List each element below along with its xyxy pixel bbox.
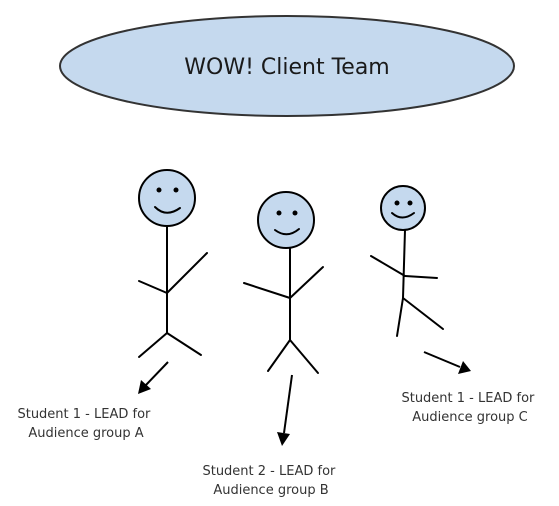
smile-1 (154, 206, 181, 214)
label-3-line-2: Audience group C (412, 410, 527, 425)
label-1-line-2: Audience group A (28, 426, 143, 441)
arm-right-3 (404, 275, 438, 279)
arrow-3-head (458, 361, 471, 374)
leg-right-1 (166, 332, 202, 356)
head-3 (380, 185, 426, 231)
leg-left-3 (396, 297, 404, 337)
arm-right-2 (289, 266, 324, 299)
arrow-1-shaft (144, 361, 169, 387)
stick-figure-2 (243, 191, 324, 374)
leg-left-1 (138, 332, 168, 358)
label-student-2-b: Student 2 - LEAD for Audience group B (202, 464, 339, 498)
arm-left-1 (138, 280, 168, 294)
smile-2 (274, 228, 300, 236)
arm-right-1 (166, 252, 208, 294)
arrow-2-shaft (283, 374, 293, 434)
arrow-1 (138, 361, 169, 394)
title-text: WOW! Client Team (184, 55, 389, 80)
arm-left-2 (243, 282, 291, 299)
title-ellipse (59, 15, 515, 117)
smile-3 (391, 212, 415, 219)
label-student-1-c: Student 1 - LEAD for Audience group C (401, 391, 538, 425)
leg-left-2 (267, 339, 291, 372)
arrow-2-head (277, 432, 290, 446)
head-1 (138, 169, 196, 227)
body-3 (402, 229, 406, 299)
arrow-3 (423, 351, 471, 374)
eye-right-2 (292, 210, 298, 216)
label-student-1-a: Student 1 - LEAD for Audience group A (17, 407, 154, 441)
stick-figure-3 (370, 185, 444, 337)
arrow-1-head (138, 380, 151, 394)
stick-figure-1 (138, 169, 208, 358)
eye-left-3 (394, 200, 400, 206)
leg-right-3 (402, 297, 444, 330)
arrow-2 (277, 374, 293, 446)
arm-left-3 (370, 255, 406, 277)
eye-right-3 (407, 200, 413, 206)
label-2-line-1: Student 2 - LEAD for (202, 464, 336, 479)
leg-right-2 (289, 339, 319, 374)
head-2 (257, 191, 315, 249)
label-2-line-2: Audience group B (213, 483, 328, 498)
arrow-3-shaft (423, 351, 461, 368)
title-node: WOW! Client Team (59, 15, 515, 117)
label-1-line-1: Student 1 - LEAD for (17, 407, 151, 422)
label-3-line-1: Student 1 - LEAD for (401, 391, 535, 406)
eye-left-2 (276, 210, 282, 216)
eye-left-1 (156, 187, 162, 193)
eye-right-1 (173, 187, 179, 193)
